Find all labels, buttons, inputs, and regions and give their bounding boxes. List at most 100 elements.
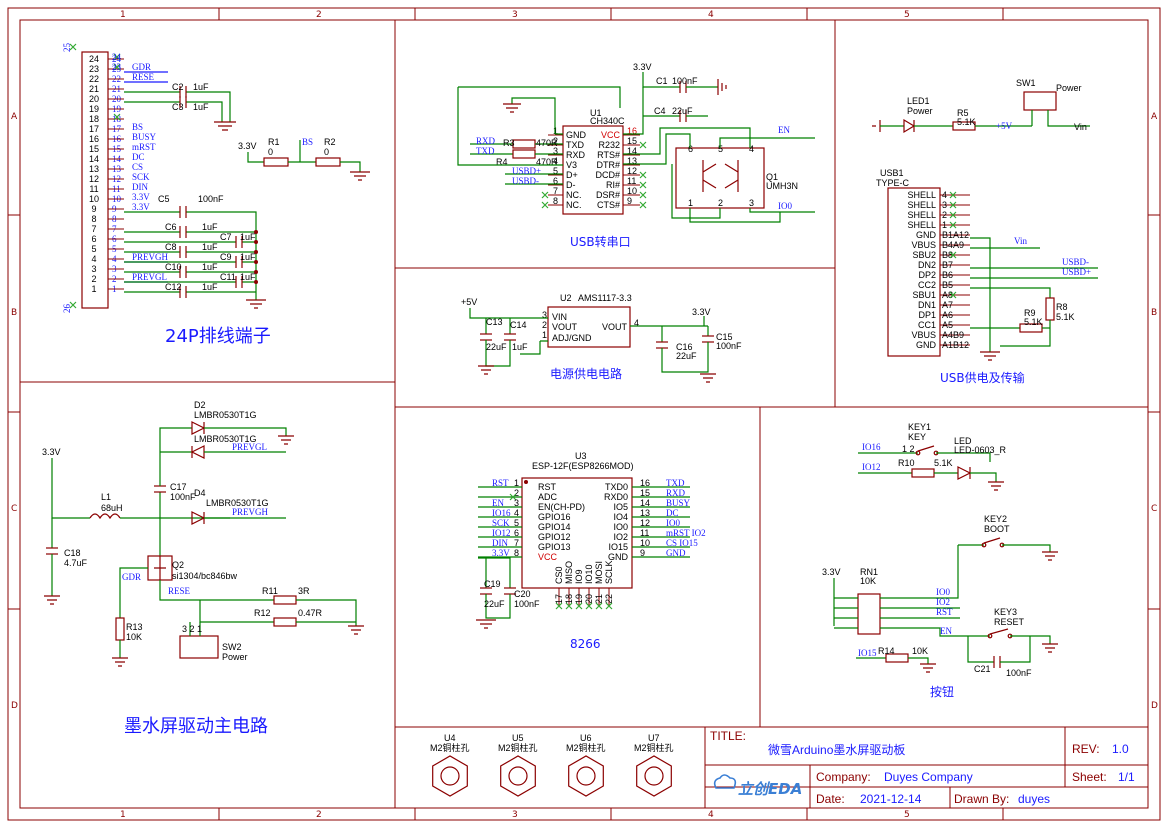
grid-rows-right: A B C D	[1148, 112, 1160, 711]
net-label: USBD-	[1062, 257, 1089, 267]
usb-wiring: Vin USBD- USBD+ R8 5.1K R9 5.1K	[970, 236, 1098, 361]
esp-pin-name: GPIO13	[538, 542, 571, 552]
no-connect-mark	[639, 181, 647, 189]
usb-pin-number: B4A9	[942, 240, 964, 250]
ch340-pin-number: 14	[627, 146, 637, 156]
block-title-esp8266: 8266	[570, 637, 601, 651]
no-connect-mark	[639, 141, 647, 149]
ch340-pin-number: 7	[553, 186, 558, 196]
esp-pin-name: RST	[538, 482, 557, 492]
chip-part: CH340C	[590, 116, 625, 126]
res-value: 10K	[912, 646, 928, 656]
connector-pin-number: 15	[89, 144, 99, 154]
esp-pin-number: 21	[594, 594, 604, 604]
net-label: BUSY	[132, 132, 157, 142]
net-label: USBD-	[512, 176, 539, 186]
connector-pin-number: 17	[89, 124, 99, 134]
mount-hole-circle	[644, 766, 664, 786]
usb-pin-name: GND	[916, 230, 937, 240]
esp-pin-number: 4	[514, 508, 519, 518]
switch-label: Power	[222, 652, 248, 662]
net-label: EN	[940, 626, 952, 636]
ch340-pin-number: 15	[627, 136, 637, 146]
key-ref: KEY1	[908, 422, 931, 432]
power-net-label: +5V	[461, 297, 477, 307]
drawn-value: duyes	[1018, 792, 1050, 806]
grid-col-label: 2	[316, 810, 322, 820]
usb-pin-name: VBUS	[911, 330, 936, 340]
grid-row-label: D	[11, 701, 18, 711]
net-label: EN	[778, 125, 790, 135]
cap-ref: C13	[486, 317, 503, 327]
connector-pin-number: 21	[89, 84, 99, 94]
usb-pin-number: A4B9	[942, 330, 964, 340]
chip-ref: U1	[590, 108, 602, 118]
net-label: BS	[132, 122, 143, 132]
mount-hole-circle	[508, 766, 528, 786]
key-label: KEY	[908, 432, 926, 442]
led-part: LED-0603_R	[954, 445, 1007, 455]
power-net-label: 3.3V	[42, 447, 61, 457]
esp-pin-name: IO5	[613, 502, 628, 512]
esp-pin-name: ADC	[538, 492, 558, 502]
switch-ref: SW2	[222, 642, 242, 652]
res-ref: R9	[1024, 308, 1036, 318]
esp-pin-name: IO10	[584, 564, 594, 584]
net-label: IO15	[858, 648, 877, 658]
cap-value: 22uF	[676, 351, 697, 361]
chip-ref: U3	[575, 451, 587, 461]
cap-value: 1uF	[240, 252, 256, 262]
usb-pin-name: SBU2	[912, 250, 936, 260]
usb-pin-name: SHELL	[907, 190, 936, 200]
net-label: 3.3V	[132, 202, 150, 212]
ch340-pin-number: 5	[553, 166, 558, 176]
logo-text: 立创EDA	[738, 780, 802, 798]
usb-pin-number: B6	[942, 270, 953, 280]
esp-pin-name: SCLK	[604, 560, 614, 584]
ch340-pin-name: NC.	[566, 190, 582, 200]
esp-pin-number: 12	[640, 518, 650, 528]
cap-ref: C15	[716, 332, 733, 342]
res-value: 5.1K	[934, 458, 953, 468]
net-label: IO12	[862, 462, 881, 472]
no-connect-mark	[541, 201, 549, 209]
usb-pin-name: VBUS	[911, 240, 936, 250]
key-label: RESET	[994, 617, 1025, 627]
usb-pin-name: CC1	[918, 320, 936, 330]
section-usb-power	[834, 19, 1149, 408]
chip-part: AMS1117-3.3	[578, 293, 632, 303]
net-label: GDR	[132, 62, 151, 72]
usb-pin-number: B7	[942, 260, 953, 270]
connector-resistors: 3.3V R1 0 BS R2 0	[238, 137, 370, 181]
grid-row-label: B	[1151, 308, 1157, 318]
mount-hole-circle	[440, 766, 460, 786]
cap-ref: C9	[220, 252, 232, 262]
connector-pin-number: 18	[89, 114, 99, 124]
cap-ref: C6	[165, 222, 177, 232]
usb-pin-number: A5	[942, 320, 953, 330]
res-value: 470R	[536, 157, 558, 167]
grid-col-label: 5	[904, 10, 910, 20]
res-ref: R3	[503, 138, 515, 148]
grid-col-label: 5	[904, 810, 910, 820]
no-connect-mark	[575, 602, 583, 610]
esp-pin-number: 19	[574, 594, 584, 604]
company-value: Duyes Company	[884, 770, 973, 784]
pin-num: 1	[542, 330, 547, 340]
esp-pin-number: 17	[554, 594, 564, 604]
diode-ref: D4	[194, 488, 206, 498]
connector-caps: C2 1uF C3 1uF C5 100nF C6 1uF C7 1uF C8 …	[124, 82, 266, 309]
cap-value: 1uF	[202, 262, 218, 272]
usb-pin-number: 3	[942, 200, 947, 210]
cap-ref: C5	[158, 194, 170, 204]
esp-pin-name: IO4	[613, 512, 628, 522]
cap-value: 22uF	[484, 599, 505, 609]
no-connect-mark	[639, 171, 647, 179]
grid-row-label: A	[11, 112, 18, 122]
net-label: IO0	[778, 201, 792, 211]
esp-pin-number: 3	[514, 498, 519, 508]
usb-pin-number: A8	[942, 290, 953, 300]
ch340-pin-number: 4	[553, 156, 558, 166]
